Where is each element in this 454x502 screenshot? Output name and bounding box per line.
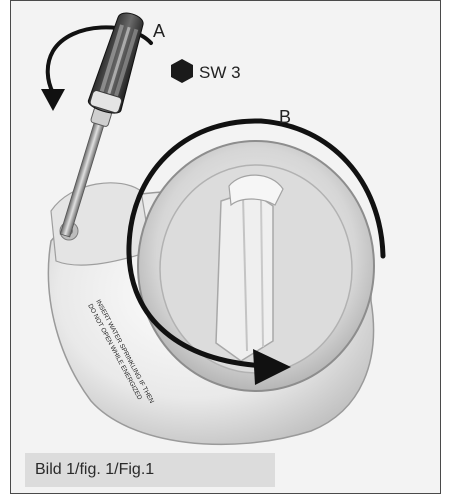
assembly-illustration: INSERT WATER SPRINKLING IF THEN DO NOT O… (11, 1, 441, 494)
wrench-size-label: SW 3 (199, 63, 241, 82)
caption-bar: Bild 1/fig. 1/Fig.1 (25, 453, 275, 487)
label-a: A (153, 21, 165, 41)
figure-frame: INSERT WATER SPRINKLING IF THEN DO NOT O… (10, 0, 441, 494)
label-b: B (279, 107, 291, 127)
figure-caption: Bild 1/fig. 1/Fig.1 (35, 461, 154, 479)
